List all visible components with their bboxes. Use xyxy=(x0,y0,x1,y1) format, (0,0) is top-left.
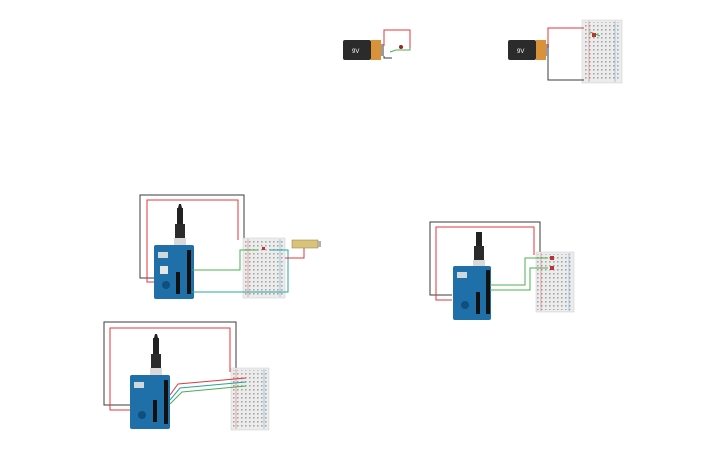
battery-label: 9V xyxy=(517,49,524,55)
usb-plug-icon[interactable] xyxy=(473,232,485,268)
arduino-circuit-3[interactable] xyxy=(139,194,321,299)
arduino-uno-icon[interactable] xyxy=(453,266,491,320)
sensor-module-icon[interactable] xyxy=(291,239,321,249)
wire-teal[interactable] xyxy=(169,381,247,401)
battery-9v-icon[interactable]: 9V xyxy=(508,40,549,60)
usb-plug-icon[interactable] xyxy=(150,334,162,377)
wire-black[interactable] xyxy=(139,194,245,279)
wire-red[interactable] xyxy=(285,247,305,259)
wire-red[interactable] xyxy=(109,327,231,411)
battery-led-circuit-1[interactable]: 9V xyxy=(343,29,411,60)
led-icon[interactable] xyxy=(550,266,554,270)
wire-green[interactable] xyxy=(490,257,548,286)
wire-red[interactable] xyxy=(383,29,411,48)
wire-red[interactable] xyxy=(435,226,535,301)
arduino-uno-icon[interactable] xyxy=(130,375,170,429)
led-icon[interactable] xyxy=(550,256,554,260)
led-icon[interactable] xyxy=(399,45,403,49)
wire-black[interactable] xyxy=(103,321,237,406)
usb-plug-icon[interactable] xyxy=(174,204,186,248)
wire-green[interactable] xyxy=(192,249,258,271)
breadboard-icon[interactable] xyxy=(230,367,270,431)
arduino-uno-icon[interactable] xyxy=(154,245,194,299)
led-icon[interactable] xyxy=(262,247,265,250)
wire-black[interactable] xyxy=(383,56,392,59)
battery-9v-icon[interactable]: 9V xyxy=(343,40,384,60)
wire-black[interactable] xyxy=(547,56,584,81)
breadboard-icon[interactable] xyxy=(581,19,623,84)
breadboard-icon[interactable] xyxy=(535,251,575,313)
wire-red[interactable] xyxy=(169,377,247,396)
arduino-circuit-4[interactable] xyxy=(429,221,575,320)
led-icon[interactable] xyxy=(592,33,596,37)
wire-teal[interactable] xyxy=(192,249,289,293)
wire-red[interactable] xyxy=(547,27,584,48)
wire-green[interactable] xyxy=(389,48,411,53)
wire-green[interactable] xyxy=(169,385,247,405)
wire-red[interactable] xyxy=(146,199,239,283)
wire-black[interactable] xyxy=(429,221,541,296)
arduino-circuit-5[interactable] xyxy=(103,321,270,431)
battery-breadboard-circuit-2[interactable]: 9V xyxy=(508,19,623,84)
wire-green[interactable] xyxy=(490,267,548,291)
battery-label: 9V xyxy=(352,49,359,55)
